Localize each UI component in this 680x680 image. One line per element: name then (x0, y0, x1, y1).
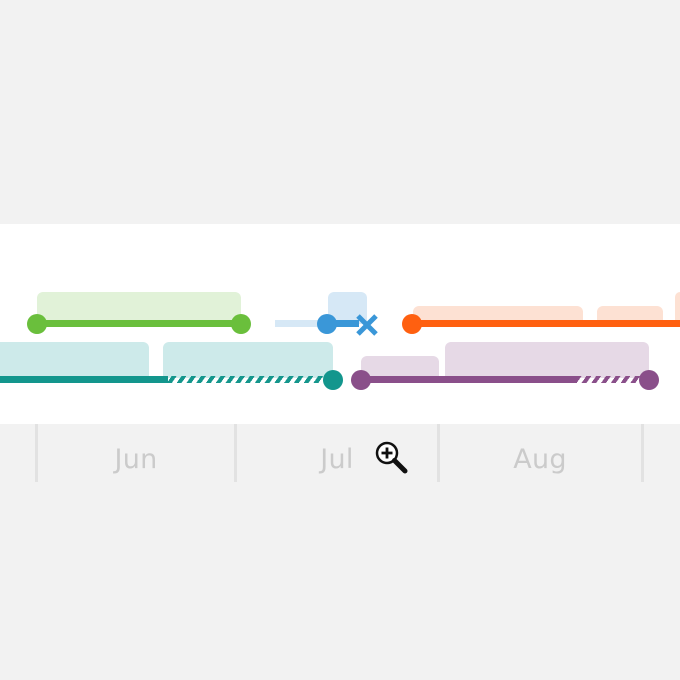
teal-task-block-2[interactable] (163, 342, 333, 378)
purple-task-block-1[interactable] (361, 356, 439, 378)
blue-pending-line (275, 320, 327, 327)
green-task-block[interactable] (37, 292, 241, 324)
teal-end-handle[interactable] (323, 370, 343, 390)
month-label-aug: Aug (513, 444, 567, 475)
purple-task-block-2[interactable] (445, 342, 649, 378)
green-task-line[interactable] (37, 320, 241, 327)
month-axis: Jun Jul Aug (0, 424, 680, 484)
axis-tick (437, 424, 440, 482)
axis-tick (234, 424, 237, 482)
purple-start-handle[interactable] (351, 370, 371, 390)
month-label-jun: Jun (114, 444, 158, 475)
close-icon[interactable] (354, 312, 380, 338)
orange-task-block-3[interactable] (675, 292, 680, 324)
blue-start-handle[interactable] (317, 314, 337, 334)
teal-task-line[interactable] (0, 376, 168, 383)
purple-end-handle[interactable] (639, 370, 659, 390)
timeline-band (0, 224, 680, 424)
blue-task-line[interactable] (327, 320, 359, 327)
green-start-handle[interactable] (27, 314, 47, 334)
purple-task-line[interactable] (361, 376, 577, 383)
zoom-in-icon[interactable] (374, 440, 408, 474)
orange-task-line[interactable] (412, 320, 680, 327)
month-label-jul: Jul (320, 444, 354, 475)
orange-start-handle[interactable] (402, 314, 422, 334)
orange-task-block-2[interactable] (597, 306, 663, 324)
teal-projected-line (168, 376, 328, 383)
teal-task-block-1[interactable] (0, 342, 149, 378)
axis-tick (641, 424, 644, 482)
purple-projected-line (577, 376, 645, 383)
green-end-handle[interactable] (231, 314, 251, 334)
orange-task-block-1[interactable] (413, 306, 583, 324)
axis-tick (35, 424, 38, 482)
